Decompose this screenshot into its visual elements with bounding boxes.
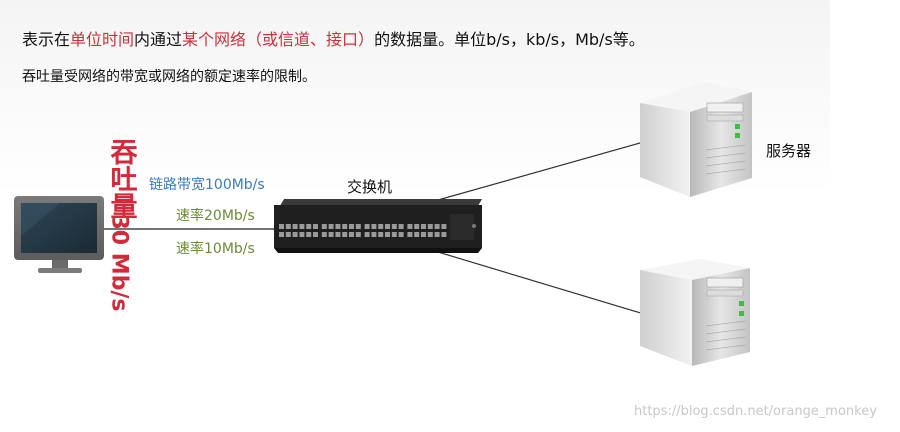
switch-port — [342, 224, 348, 229]
link-switch-server1 — [437, 142, 641, 201]
switch-port — [292, 232, 298, 237]
switch-icon — [274, 199, 482, 253]
link-switch-server2 — [427, 248, 645, 315]
switch-port — [306, 232, 312, 237]
switch-port — [328, 232, 334, 237]
switch-port — [321, 232, 327, 237]
switch-port — [292, 224, 298, 229]
switch-port — [407, 232, 413, 237]
switch-port — [371, 224, 377, 229]
switch-port — [414, 232, 420, 237]
server-icon-bottom — [640, 259, 750, 366]
switch-port — [371, 232, 377, 237]
switch-port — [385, 224, 390, 229]
switch-port — [279, 232, 284, 237]
switch-port — [385, 232, 390, 237]
switch-port — [355, 224, 361, 229]
throughput-label: 吞 吐 量 — [110, 138, 138, 223]
switch-port — [391, 224, 397, 229]
switch-port — [299, 224, 305, 229]
switch-port — [434, 232, 440, 237]
switch-port — [349, 224, 354, 229]
switch-port — [441, 232, 447, 237]
switch-port — [421, 232, 426, 237]
watermark: https://blog.csdn.net/orange_monkey — [634, 404, 877, 419]
switch-port — [285, 224, 291, 229]
switch-port — [378, 224, 384, 229]
switch-port — [427, 232, 433, 237]
definition-text: 表示在单位时间内通过某个网络（或信道、接口）的数据量。单位b/s，kb/s，Mb… — [22, 30, 645, 49]
switch-port — [378, 232, 384, 237]
switch-port — [398, 224, 404, 229]
switch-port — [279, 224, 284, 229]
switch-port — [313, 224, 318, 229]
switch-label: 交换机 — [347, 178, 393, 196]
switch-port — [414, 224, 420, 229]
server-icon-top — [640, 82, 752, 197]
switch-port — [398, 232, 404, 237]
switch-port — [349, 232, 354, 237]
limitation-text: 吞吐量受网络的带宽或网络的额定速率的限制。 — [22, 69, 316, 85]
switch-port — [313, 232, 318, 237]
switch-port — [441, 224, 447, 229]
switch-port — [364, 224, 370, 229]
highlight-network: 某个网络（或信道、接口） — [182, 30, 375, 49]
switch-port — [355, 232, 361, 237]
switch-port — [285, 232, 291, 237]
switch-port — [364, 232, 370, 237]
switch-port — [342, 232, 348, 237]
switch-port — [335, 224, 341, 229]
switch-port — [328, 224, 334, 229]
rate-20-label: 速率20Mb/s — [176, 208, 255, 224]
throughput-value: 30 Mb/s — [106, 214, 132, 312]
computer-icon — [14, 196, 104, 273]
switch-port — [391, 232, 397, 237]
rate-10-label: 速率10Mb/s — [176, 241, 255, 257]
switch-port — [335, 232, 341, 237]
link-bandwidth-label: 链路带宽100Mb/s — [149, 177, 265, 193]
switch-port — [321, 224, 327, 229]
switch-port — [421, 224, 426, 229]
switch-port — [427, 224, 433, 229]
highlight-unit-time: 单位时间 — [70, 30, 135, 49]
switch-port — [407, 224, 413, 229]
switch-port — [299, 232, 305, 237]
switch-port — [434, 224, 440, 229]
server-label: 服务器 — [766, 142, 812, 160]
switch-port — [306, 224, 312, 229]
